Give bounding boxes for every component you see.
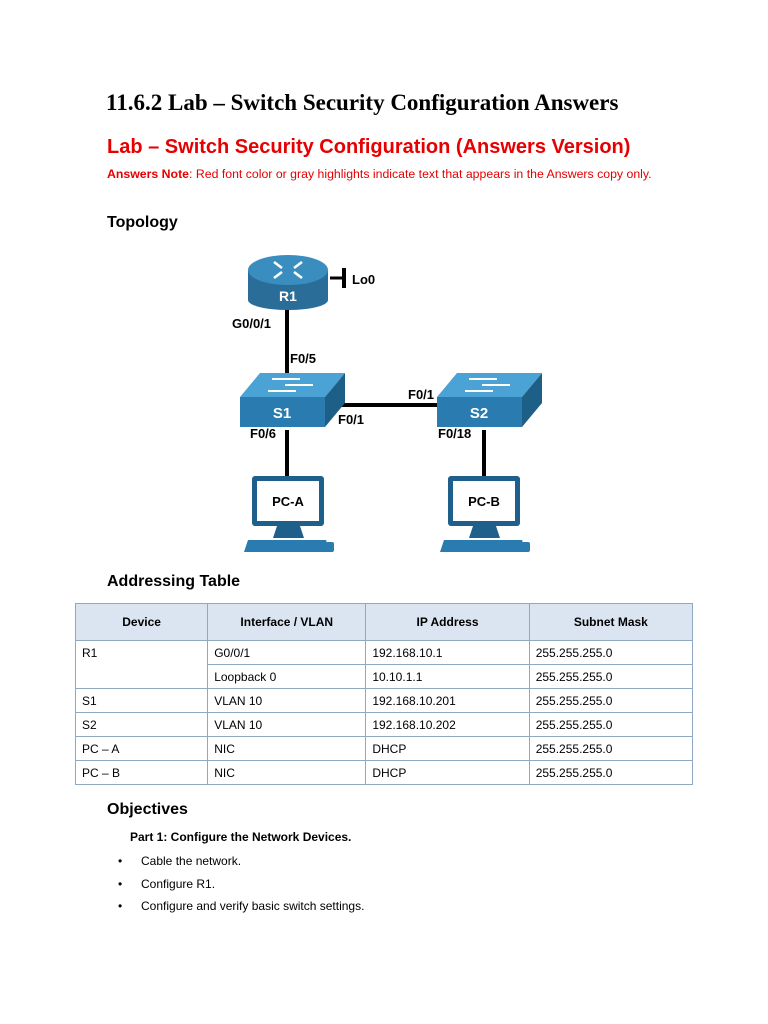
- lab-heading: Lab – Switch Security Configuration (Ans…: [107, 136, 631, 158]
- page-title: 11.6.2 Lab – Switch Security Configurati…: [106, 90, 619, 115]
- table-row: S2 VLAN 10 192.168.10.202 255.255.255.0: [74, 712, 694, 737]
- table-cell: 255.255.255.0: [528, 688, 694, 713]
- table-row: PC – B NIC DHCP 255.255.255.0: [74, 760, 694, 785]
- switch-s2-label: S2: [470, 405, 488, 422]
- table-cell: 255.255.255.0: [528, 664, 694, 689]
- pc-b-label: PC-B: [468, 494, 500, 509]
- answers-note: Answers Note: Red font color or gray hig…: [107, 166, 667, 182]
- list-item-text: Cable the network.: [141, 854, 242, 868]
- list-item-text: Configure R1.: [141, 876, 216, 891]
- table-cell: G0/0/1: [207, 640, 367, 665]
- objectives-heading: Objectives: [107, 801, 188, 818]
- table-cell: DHCP: [365, 736, 530, 761]
- topology-heading: Topology: [107, 214, 178, 231]
- bullet-icon: •: [118, 899, 123, 913]
- column-header: Interface / VLAN: [207, 603, 367, 641]
- label-s1-f06: F0/6: [250, 426, 276, 441]
- table-cell: 192.168.10.202: [365, 712, 530, 737]
- table-row: R1 G0/0/1 192.168.10.1 255.255.255.0: [74, 640, 694, 689]
- label-s1-f05: F0/5: [290, 351, 316, 366]
- router-r1-label: R1: [279, 288, 297, 304]
- label-r1-g001: G0/0/1: [232, 316, 271, 331]
- switch-arrows-icon: [465, 378, 510, 392]
- list-item-text: Configure and verify basic switch settin…: [141, 899, 365, 913]
- table-cell: NIC: [207, 760, 367, 785]
- table-cell: 255.255.255.0: [528, 640, 694, 665]
- addressing-table-heading: Addressing Table: [107, 573, 241, 590]
- pc-b: PC-B: [440, 476, 530, 552]
- list-item: • Configure R1.: [118, 875, 364, 898]
- table-cell: PC – A: [74, 736, 209, 761]
- table-cell: Loopback 0: [207, 664, 367, 689]
- answers-note-label: Answers Note: [107, 167, 190, 181]
- label-s1-f01: F0/1: [338, 412, 364, 427]
- table-cell: 192.168.10.201: [365, 688, 530, 713]
- table-cell: 192.168.10.1: [365, 640, 530, 665]
- objectives-list: • Cable the network. • Configure R1. • Conf…: [118, 852, 364, 920]
- table-cell: S1: [74, 688, 209, 713]
- table-cell: 255.255.255.0: [528, 736, 694, 761]
- list-item: • Configure and verify basic switch setti…: [118, 897, 364, 920]
- switch-s2: S2: [437, 373, 542, 427]
- table-cell: DHCP: [365, 760, 530, 785]
- table-header-row: Device Interface / VLAN IP Address Subne…: [74, 603, 694, 641]
- list-item: • Cable the network.: [118, 852, 364, 875]
- table-row: PC – A NIC DHCP 255.255.255.0: [74, 736, 694, 761]
- table-cell: R1: [74, 640, 209, 689]
- switch-s1-label: S1: [273, 405, 291, 422]
- label-s2-f01: F0/1: [408, 387, 434, 402]
- switch-arrows-icon: [268, 378, 313, 392]
- switch-s1: S1: [240, 373, 345, 427]
- label-lo0: Lo0: [352, 272, 375, 287]
- table-cell: NIC: [207, 736, 367, 761]
- label-s2-f018: F0/18: [438, 426, 471, 441]
- table-cell: VLAN 10: [207, 688, 367, 713]
- column-header: Device: [74, 603, 209, 641]
- topology-diagram: R1 S1 S2: [230, 240, 560, 560]
- table-row: Loopback 0 10.10.1.1 255.255.255.0: [76, 664, 694, 689]
- addressing-table: Device Interface / VLAN IP Address Subne…: [74, 603, 694, 785]
- bullet-icon: •: [118, 876, 123, 891]
- answers-note-text: : Red font color or gray highlights indi…: [189, 167, 652, 181]
- column-header: Subnet Mask: [528, 603, 694, 641]
- bullet-icon: •: [118, 854, 123, 868]
- pc-a-label: PC-A: [272, 494, 304, 509]
- table-cell: VLAN 10: [207, 712, 367, 737]
- router-r1: R1: [248, 255, 328, 310]
- pc-a: PC-A: [244, 476, 334, 552]
- table-cell: 255.255.255.0: [528, 760, 694, 785]
- table-cell: PC – B: [74, 760, 209, 785]
- router-arrows-icon: [273, 261, 303, 279]
- table-cell: S2: [74, 712, 209, 737]
- column-header: IP Address: [365, 603, 530, 641]
- part1-heading: Part 1: Configure the Network Devices.: [130, 830, 352, 844]
- table-cell: 255.255.255.0: [528, 712, 694, 737]
- table-cell: 10.10.1.1: [365, 664, 530, 689]
- table-row: S1 VLAN 10 192.168.10.201 255.255.255.0: [74, 688, 694, 713]
